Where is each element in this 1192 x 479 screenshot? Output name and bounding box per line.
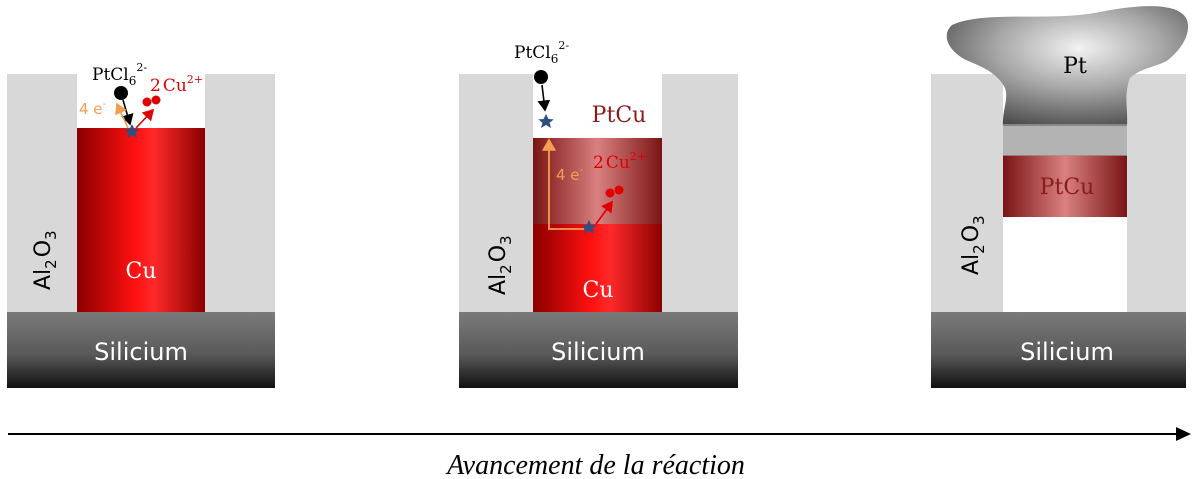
alumina-wall-right xyxy=(205,74,275,314)
copper-core xyxy=(77,128,205,314)
cap-label: Pt xyxy=(1063,54,1087,79)
svg-text:Al2O3: Al2O3 xyxy=(31,230,60,290)
substrate-label: Silicium xyxy=(94,338,188,366)
silicon-substrate xyxy=(459,312,738,388)
wall-label: Al2O3 xyxy=(31,230,60,290)
axis-arrowhead xyxy=(1176,427,1191,441)
ion-label: PtCl62- xyxy=(514,39,569,66)
core-label: Cu xyxy=(582,278,613,303)
electron-label: 4 e- xyxy=(79,99,107,118)
ion-arrow xyxy=(537,84,551,112)
svg-text:Al2O3: Al2O3 xyxy=(959,215,988,275)
ion-label: PtCl62- xyxy=(92,61,147,88)
alumina-wall-left xyxy=(7,74,77,314)
cu-ion-dot-a xyxy=(605,188,615,198)
core-label: Cu xyxy=(125,259,156,284)
alumina-wall-left xyxy=(459,74,533,314)
axis-label: Avancement de la réaction xyxy=(445,450,745,479)
alumina-wall-right xyxy=(662,74,738,314)
electron-path xyxy=(541,138,584,230)
alloy-cap-join xyxy=(1003,124,1127,156)
electron-label: 4 e- xyxy=(556,165,584,184)
cu-ion-arrow xyxy=(135,108,155,129)
alumina-wall-right xyxy=(1127,74,1186,314)
platinum-cap xyxy=(946,6,1189,126)
cu-ion-arrow xyxy=(595,200,613,225)
wall-label: Al2O3 xyxy=(959,215,988,275)
substrate-label: Silicium xyxy=(551,338,645,366)
svg-text:Al2O3: Al2O3 xyxy=(486,235,515,295)
wall-label: Al2O3 xyxy=(486,235,515,295)
copper-core xyxy=(533,224,662,314)
silicon-substrate xyxy=(931,312,1186,388)
ion-dot xyxy=(534,70,548,84)
reaction-site-star xyxy=(124,124,140,138)
cu-ion-dot-a xyxy=(142,97,152,107)
reaction-axis: Avancement de la réaction xyxy=(8,427,1191,479)
reaction-site-star-bottom xyxy=(581,220,597,234)
alloy-label: PtCu xyxy=(592,103,647,128)
cu-ion-dot-b xyxy=(151,95,161,105)
electron-arrow xyxy=(115,102,129,129)
alloy-layer xyxy=(1003,155,1127,217)
substrate-label: Silicium xyxy=(1020,338,1114,366)
cu-ion-dot-b xyxy=(614,185,624,195)
ion-dot xyxy=(114,86,128,100)
alloy-label: PtCu xyxy=(1040,175,1095,200)
reaction-site-star-top xyxy=(538,114,554,128)
silicon-substrate xyxy=(7,312,275,388)
alumina-wall-left xyxy=(931,74,1003,314)
panel-3: Silicium PtCu Pt Al2O3 xyxy=(931,6,1189,388)
alloy-layer xyxy=(533,138,662,224)
